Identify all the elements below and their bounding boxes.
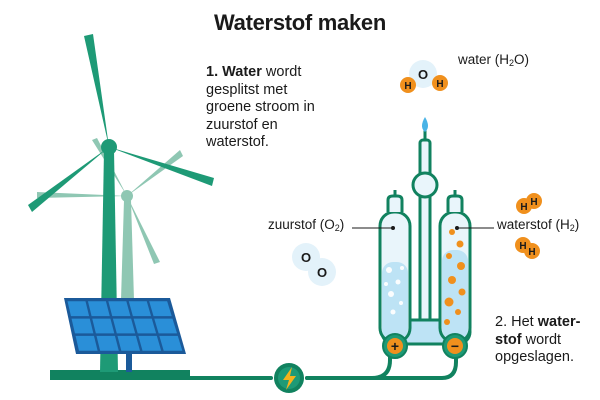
svg-text:H: H [530, 197, 537, 208]
solar-cell [67, 301, 90, 317]
svg-text:H: H [519, 241, 526, 252]
solar-cell [112, 318, 136, 334]
ground-base [50, 370, 190, 380]
solar-cell [96, 335, 119, 351]
svg-text:O: O [418, 67, 428, 82]
step-1-body: wordt gesplitst met groene stroom in zuu… [206, 64, 315, 150]
waterstof-label: waterstof (H2) [497, 217, 580, 233]
step-2-bold: water-stof [495, 314, 581, 348]
hydrogen-molecule-1: H H [516, 193, 542, 214]
solar-cell [75, 335, 98, 351]
minus-symbol: − [451, 338, 459, 354]
lightning-bolt-icon [274, 363, 304, 393]
step-2-text: 2. Het water-stof wordt opgeslagen. [495, 314, 595, 367]
step-1-bold: Water [222, 64, 262, 80]
water-label: water (H2O) [458, 52, 530, 68]
solar-cell [159, 335, 183, 351]
svg-text:H: H [436, 79, 443, 90]
solar-cell [154, 318, 178, 334]
wind-turbine-front [28, 34, 214, 372]
solar-cell [149, 301, 172, 317]
svg-text:O: O [301, 250, 311, 265]
water-molecule: O H H [400, 60, 448, 93]
step-1-text: 1. Water wordt gesplitst met groene stro… [206, 64, 336, 152]
oxygen-molecule: O O [292, 243, 336, 286]
svg-text:O: O [317, 265, 327, 280]
step-2-number: 2. [495, 314, 508, 330]
electrolyser: + − [352, 117, 494, 359]
step-2-after: wordt opgeslagen. [495, 331, 575, 366]
solar-cell [71, 318, 94, 334]
svg-text:H: H [404, 81, 411, 92]
svg-text:H: H [520, 202, 527, 213]
zuurstof-label: zuurstof (O2) [268, 217, 345, 233]
page-title: Waterstof maken [214, 10, 386, 35]
plus-electrode: + [382, 333, 408, 359]
solar-cell [117, 335, 140, 351]
solar-cell [108, 301, 131, 317]
minus-electrode: − [442, 333, 468, 359]
solar-panel [64, 298, 186, 372]
solar-cell [128, 301, 152, 317]
electric-wires [188, 350, 458, 380]
plus-symbol: + [391, 338, 399, 354]
hydrogen-molecule-2: H H [515, 237, 540, 259]
solar-cell [92, 318, 115, 334]
step-2-before: Het [511, 314, 534, 330]
solar-cell [133, 318, 157, 334]
step-1-number: 1. [206, 64, 219, 80]
solar-cell [138, 335, 162, 351]
solar-cell [87, 301, 110, 317]
svg-text:H: H [528, 247, 535, 258]
